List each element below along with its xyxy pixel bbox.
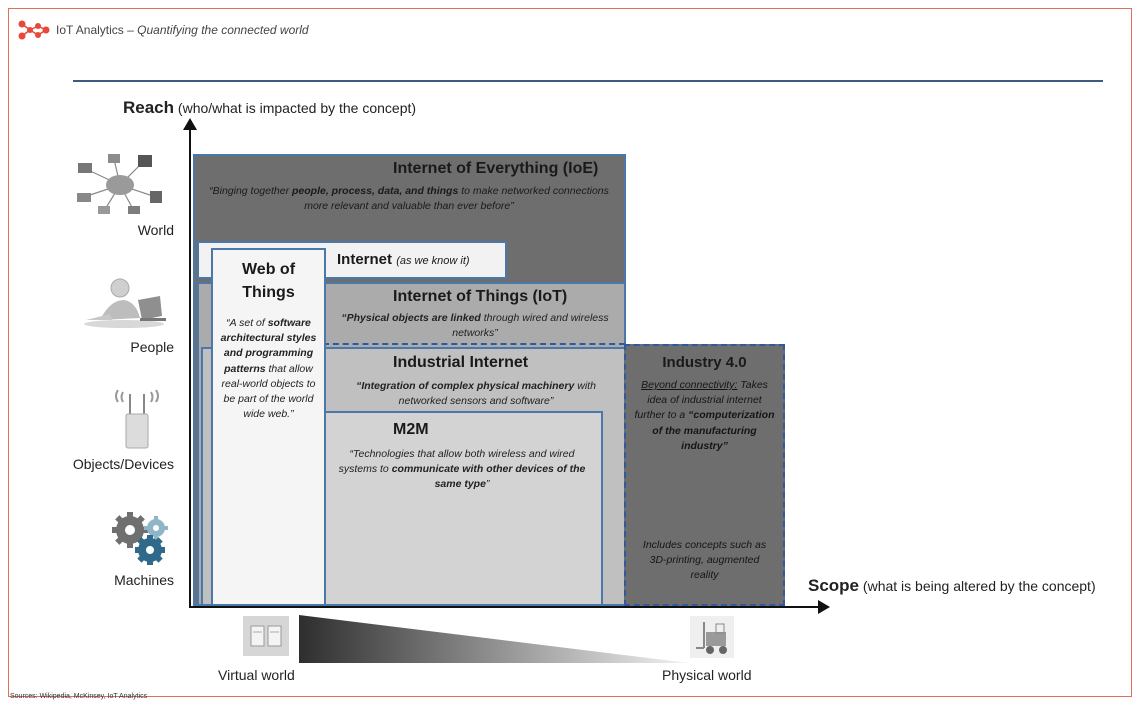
category-label-objects-devices: Objects/Devices (72, 456, 174, 472)
sources-footnote: Sources: Wikipedia, McKinsey, IoT Analyt… (10, 693, 148, 700)
server-rack-icon (243, 616, 289, 656)
industry40-box: Industry 4.0 Beyond connectivity: Takes … (624, 344, 785, 606)
category-label-people: People (130, 339, 174, 355)
industry40-concepts: Includes concepts such as 3D-printing, a… (642, 539, 767, 582)
x-axis (189, 606, 819, 608)
virtual-world-label: Virtual world (218, 667, 295, 683)
brand-header: IoT Analytics – Quantifying the connecte… (16, 18, 309, 42)
network-globe-icon (77, 154, 162, 214)
industrial-internet-title: Industrial Internet (393, 354, 529, 371)
virtual-to-physical-gradient (299, 615, 689, 663)
x-axis-arrow (818, 600, 830, 614)
industry40-description: Beyond connectivity: Takes idea of indus… (634, 379, 775, 452)
category-label-machines: Machines (114, 572, 174, 588)
brand-title: IoT Analytics – Quantifying the connecte… (56, 23, 309, 37)
wot-description: “A set of software architectural styles … (220, 317, 317, 421)
iot-description: “Physical objects are linked through wir… (341, 312, 609, 340)
molecule-dots-icon (18, 20, 50, 40)
category-label-world: World (137, 222, 174, 238)
y-axis-arrow (183, 118, 197, 130)
ioe-description: “Binging together people, process, data,… (209, 185, 609, 213)
industry40-title: Industry 4.0 (662, 354, 747, 371)
industrial-internet-description: “Integration of complex physical machine… (356, 380, 596, 408)
internet-title: Internet (as we know it) (337, 251, 470, 268)
m2m-description: “Technologies that allow both wireless a… (338, 448, 586, 491)
header-rule (73, 80, 1103, 82)
m2m-box: M2M “Technologies that allow both wirele… (323, 411, 603, 606)
x-axis-title: Scope (what is being altered by the conc… (808, 576, 1096, 595)
m2m-title: M2M (393, 421, 429, 438)
wifi-router-icon (115, 389, 159, 449)
industrial-internet-dashed-border (323, 343, 625, 345)
physical-world-label: Physical world (662, 667, 752, 683)
ioe-title: Internet of Everything (IoE) (393, 160, 599, 177)
person-laptop-icon (84, 278, 166, 328)
y-axis (189, 124, 191, 608)
slide-frame (8, 8, 1132, 697)
gears-icon (112, 512, 168, 565)
iot-title: Internet of Things (IoT) (393, 288, 568, 305)
y-axis-title: Reach (who/what is impacted by the conce… (123, 98, 417, 117)
forklift-icon (690, 616, 734, 658)
